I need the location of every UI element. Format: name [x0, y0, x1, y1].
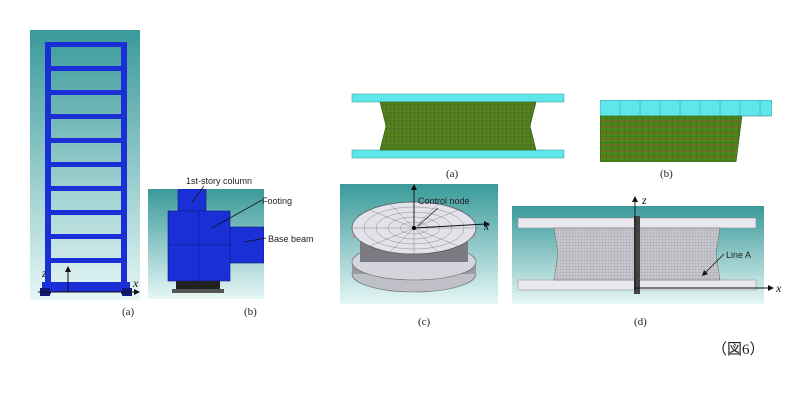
annotation-footing: Footing	[262, 196, 293, 206]
isolator-3d-panel	[340, 184, 498, 304]
label-a-top: (a)	[446, 168, 459, 180]
axis-labels-d: z x	[632, 193, 782, 295]
axis-labels-c: x	[483, 219, 490, 233]
annotation-leaders-b	[191, 185, 267, 243]
axis-z-label: z	[41, 266, 47, 280]
frame-model-graphic	[30, 30, 140, 300]
isolator-elevation-graphic	[351, 93, 565, 159]
footing-detail-panel	[148, 188, 265, 299]
axis-z-label-d: z	[641, 193, 647, 207]
figure-caption: （図6）	[712, 342, 765, 358]
label-a-left: (a)	[122, 306, 135, 318]
annotation-control-node: Control node	[418, 196, 470, 206]
frame-model-panel	[30, 30, 140, 300]
isolator-zoom-panel	[599, 99, 773, 163]
annotation-line-a: Line A	[726, 250, 752, 260]
axis-x-label-c: x	[483, 219, 490, 233]
footing-detail-graphic	[148, 188, 265, 299]
annotation-base-beam: Base beam	[268, 234, 314, 244]
axis-x-label-d: x	[775, 281, 782, 295]
axis-x-label: x	[132, 276, 139, 290]
isolator-3d-graphic	[340, 184, 498, 304]
axis-left-a: z x	[38, 266, 140, 295]
annotation-first-story-column: 1st-story column	[186, 176, 253, 186]
label-b-left: (b)	[244, 306, 257, 318]
label-b-top: (b)	[660, 168, 673, 180]
isolator-elevation-panel	[350, 92, 566, 160]
isolator-zoom-graphic	[599, 99, 773, 163]
label-d: (d)	[634, 316, 647, 328]
label-c: (c)	[418, 316, 431, 328]
